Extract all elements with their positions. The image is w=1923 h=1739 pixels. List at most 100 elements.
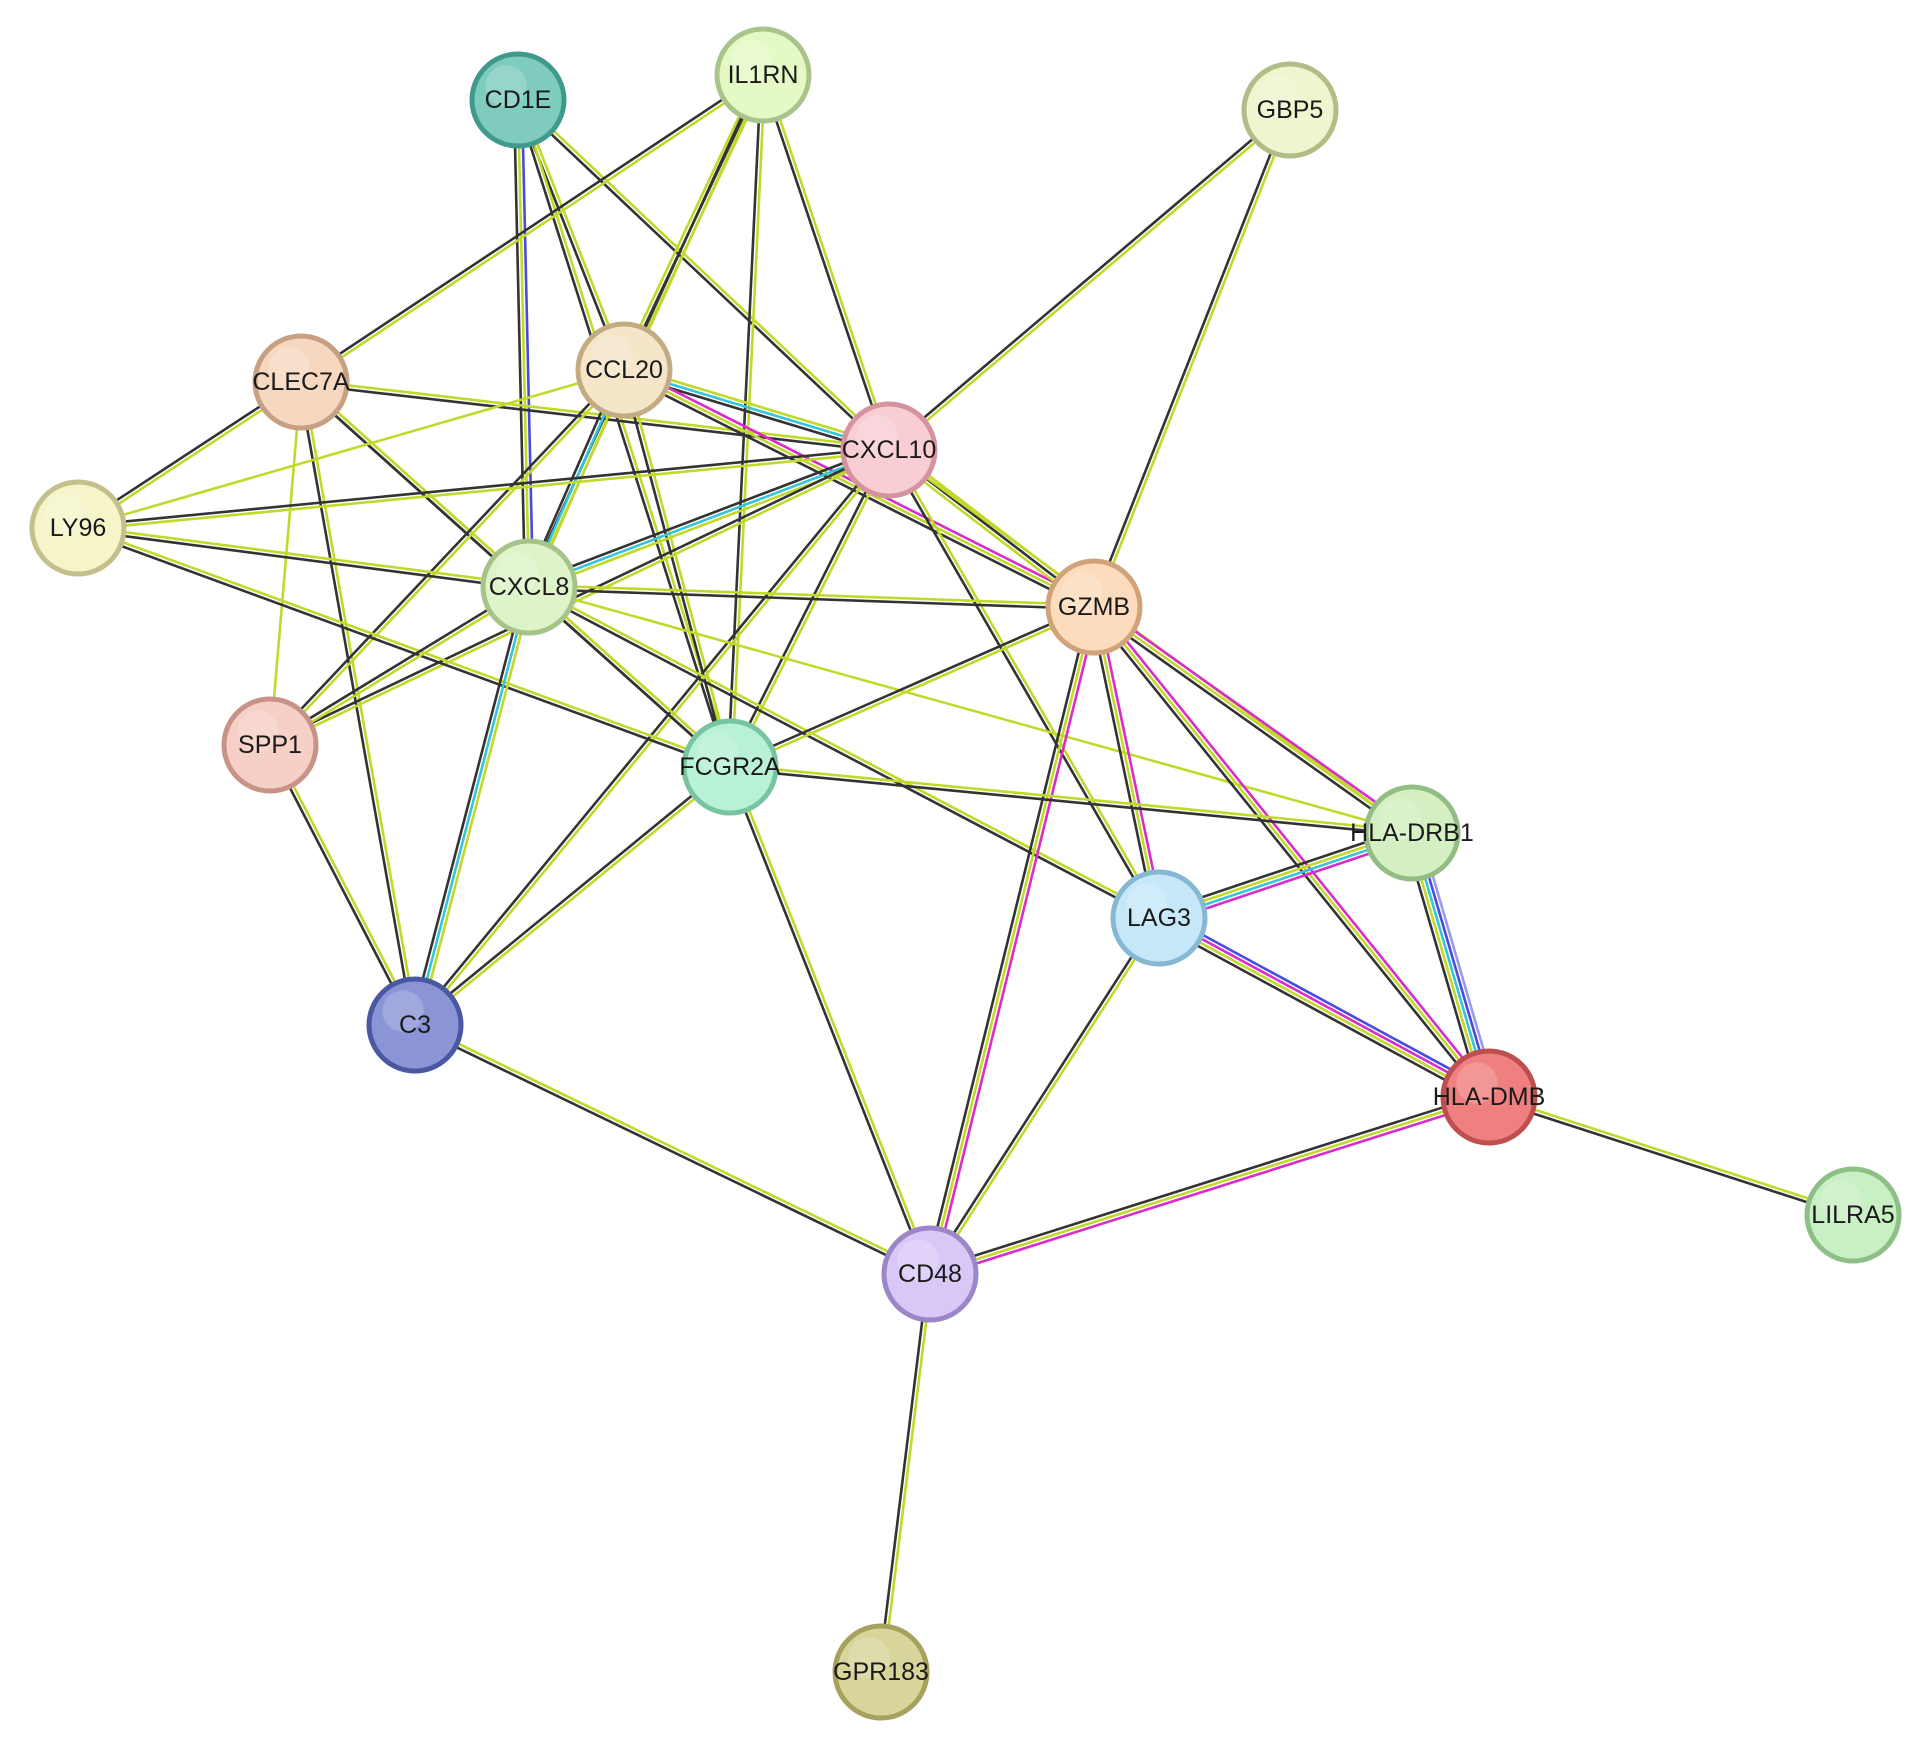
edge-line-experiment — [1095, 602, 1416, 832]
node-highlight — [1820, 1180, 1862, 1222]
edge-line-coexpression — [886, 107, 1291, 450]
edge-line-coexpression — [512, 98, 527, 589]
node-label: CLEC7A — [252, 368, 350, 396]
edge-line-coexpression — [266, 744, 415, 1028]
node-CCL20[interactable]: CCL20 — [575, 321, 673, 419]
node-CXCL8[interactable]: CXCL8 — [480, 538, 578, 636]
node-GBP5[interactable]: GBP5 — [1241, 61, 1339, 159]
edge-line-coexpression — [727, 603, 1095, 767]
node-circle[interactable] — [1440, 1048, 1538, 1146]
edge-line-textmining — [763, 73, 893, 451]
edge-line-textmining — [528, 583, 1162, 918]
node-circle[interactable] — [252, 333, 350, 431]
node-label: LY96 — [50, 514, 107, 542]
edge-line-textmining — [270, 370, 627, 748]
edge-line-textmining — [1094, 109, 1294, 610]
node-highlight — [730, 40, 772, 82]
edge-GZMB-LAG3 — [1088, 604, 1165, 921]
node-highlight — [856, 415, 898, 457]
edge-line-textmining — [729, 607, 1097, 771]
node-highlight — [268, 347, 310, 389]
node-circle[interactable] — [1045, 558, 1143, 656]
node-circle[interactable] — [29, 479, 127, 577]
edge-line-coexpression — [924, 604, 1092, 1275]
node-GZMB[interactable]: GZMB — [1045, 558, 1143, 656]
edge-CXCL10-SPP1 — [267, 446, 892, 749]
edge-CXCL10-LAG3 — [885, 447, 1163, 921]
edge-line-textmining — [527, 585, 1414, 835]
node-LAG3[interactable]: LAG3 — [1110, 869, 1208, 967]
node-CLEC7A[interactable]: CLEC7A — [252, 333, 350, 431]
edge-line-coexpression — [412, 764, 731, 1025]
edge-line-textmining — [1092, 605, 1491, 1099]
node-circle[interactable] — [221, 696, 319, 794]
edge-line-textmining — [300, 75, 766, 385]
edge-line-coexpression — [527, 587, 1096, 611]
edge-line-coexpression — [76, 446, 891, 528]
node-FCGR2A[interactable]: FCGR2A — [679, 718, 781, 816]
edge-line-coexpression — [885, 449, 1159, 921]
node-circle[interactable] — [480, 538, 578, 636]
edge-line-coexpression — [1154, 921, 1488, 1104]
edge-line-coexpression — [515, 100, 889, 453]
edge-line-coexpression — [726, 73, 763, 769]
node-label: CXCL8 — [489, 573, 570, 601]
edge-line-textmining — [270, 742, 419, 1026]
node-GPR183[interactable]: GPR183 — [832, 1623, 930, 1721]
node-circle[interactable] — [1110, 869, 1208, 967]
edge-line-textmining — [529, 452, 892, 593]
node-CD1E[interactable]: CD1E — [469, 51, 567, 149]
edge-CLEC7A-C3 — [297, 380, 419, 1027]
edge-FCGR2A-CD48 — [726, 764, 934, 1277]
edge-CXCL10-LY96 — [76, 446, 891, 532]
node-circle[interactable] — [575, 321, 673, 419]
edge-line-textmining — [888, 110, 1293, 453]
edge-line-coexpression — [409, 584, 527, 1026]
edge-GZMB-CD48 — [924, 604, 1100, 1277]
node-circle[interactable] — [1241, 61, 1339, 159]
edge-line-textmining — [1488, 1093, 1855, 1215]
edge-line-coexpression — [267, 446, 890, 745]
edge-line-textmining — [624, 368, 734, 768]
edge-line-textmining — [414, 1021, 933, 1274]
node-SPP1[interactable]: SPP1 — [221, 696, 319, 794]
node-HLA-DRB1[interactable]: HLA-DRB1 — [1350, 784, 1474, 882]
edge-line-coexpression — [927, 915, 1159, 1275]
edge-line-textmining — [889, 447, 1163, 919]
node-circle[interactable] — [840, 401, 938, 499]
edge-line-textmining — [730, 449, 893, 770]
edge-line-textmining — [1092, 605, 1161, 920]
edge-line-textmining — [269, 587, 532, 749]
node-CXCL10[interactable]: CXCL10 — [840, 401, 938, 499]
edge-line-textmining — [728, 763, 1414, 833]
node-circle[interactable] — [469, 51, 567, 149]
edge-line-textmining — [415, 449, 892, 1028]
node-LY96[interactable]: LY96 — [29, 479, 127, 577]
edge-line-experiment — [1096, 604, 1165, 919]
edge-line-coexpression — [1088, 606, 1157, 921]
node-circle[interactable] — [881, 1225, 979, 1323]
node-circle[interactable] — [1363, 784, 1461, 882]
node-circle[interactable] — [681, 718, 779, 816]
edge-line-experiment — [932, 606, 1100, 1277]
node-CD48[interactable]: CD48 — [881, 1225, 979, 1323]
edge-HLA-DMB-LILRA5 — [1487, 1093, 1855, 1219]
node-circle[interactable] — [832, 1623, 930, 1721]
node-circle[interactable] — [1804, 1166, 1902, 1264]
node-C3[interactable]: C3 — [366, 976, 464, 1074]
node-highlight — [1257, 75, 1299, 117]
edge-line-textmining — [414, 767, 733, 1028]
edge-line-coexpression — [620, 369, 730, 769]
node-circle[interactable] — [714, 26, 812, 124]
node-LILRA5[interactable]: LILRA5 — [1804, 1166, 1902, 1264]
edge-line-textmining — [417, 586, 535, 1028]
node-HLA-DMB[interactable]: HLA-DMB — [1433, 1048, 1546, 1146]
edge-line-textmining — [928, 1095, 1491, 1276]
edge-line-textmining — [77, 524, 732, 767]
edge-HLA-DMB-CD48 — [927, 1091, 1492, 1280]
edge-line-textmining — [1092, 605, 1414, 835]
node-highlight — [591, 335, 633, 377]
node-IL1RN[interactable]: IL1RN — [714, 26, 812, 124]
node-circle[interactable] — [366, 976, 464, 1074]
edge-line-coexpression — [267, 367, 624, 745]
